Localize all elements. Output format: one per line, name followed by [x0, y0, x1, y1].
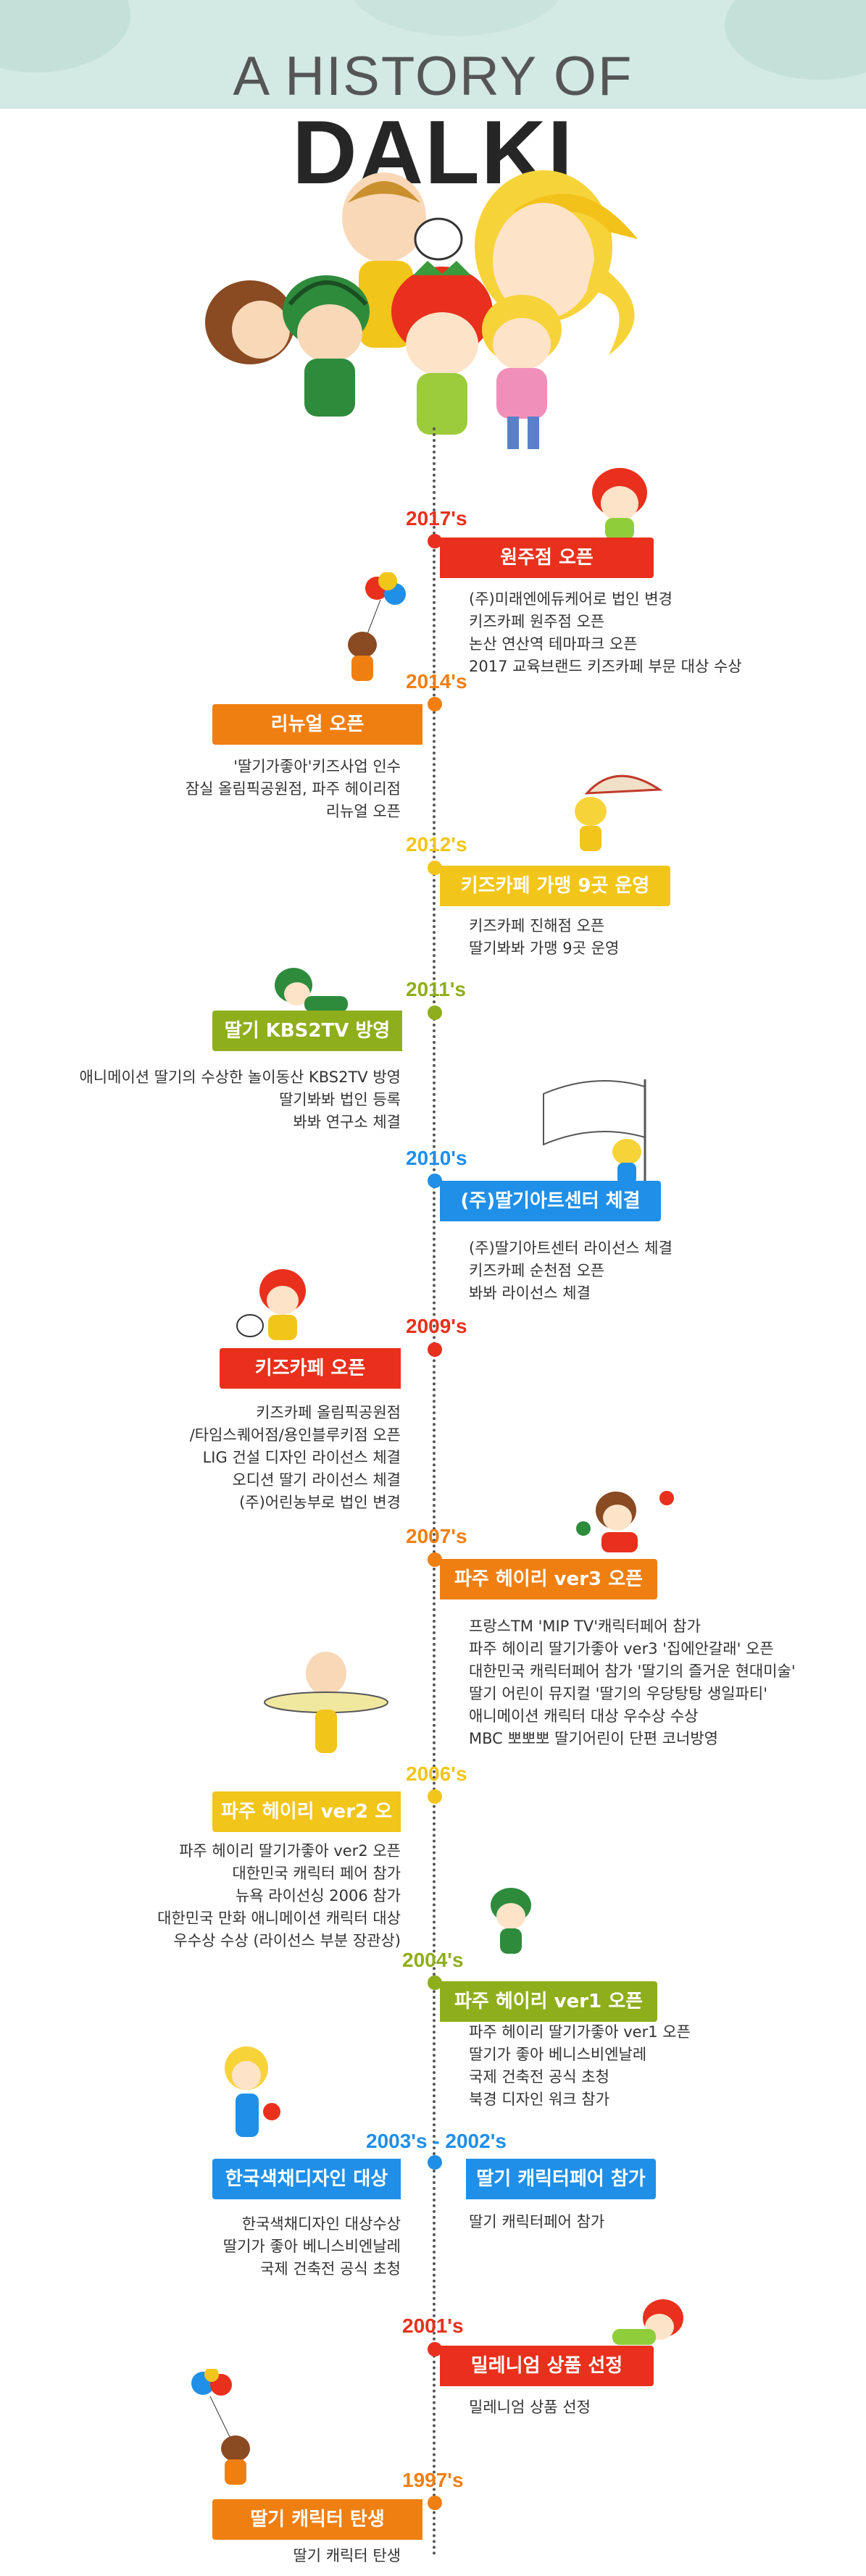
- year-1997: 1997's: [402, 2469, 464, 2491]
- flower-girl-illustration: [225, 2046, 280, 2137]
- timeline-dot-2012: [428, 861, 442, 875]
- event-title-2009: 키즈카페 오픈: [220, 1348, 401, 1389]
- umbrella-girl-illustration: [575, 774, 663, 851]
- strawberry-character-illustration: [592, 468, 647, 540]
- timeline-dot-2003: [428, 2155, 442, 2170]
- year-2007: 2007's: [406, 1525, 467, 1547]
- event-title-2010: (주)딸기아트센터 체결: [440, 1181, 661, 1221]
- timeline-dot-2006: [428, 1789, 442, 1804]
- year-2003-2002: 2003's - 2002's: [366, 2130, 507, 2152]
- timeline-dot-2017: [428, 534, 442, 548]
- timeline-dot-2014: [428, 697, 442, 711]
- event-desc-1997: 딸기 캐릭터 탄생: [293, 2547, 401, 2564]
- hero-characters-illustration: [205, 170, 638, 449]
- event-title-2004: 파주 헤이리 ver1 오픈: [440, 1981, 657, 2022]
- year-2011: 2011's: [406, 978, 466, 1000]
- strawberry-girl-lying-illustration: [612, 2299, 683, 2345]
- timeline-dot-2007: [428, 1552, 442, 1567]
- event-title-2006: 파주 헤이리 ver2 오픈: [212, 1791, 401, 1863]
- timeline-dot-1997: [428, 2496, 442, 2510]
- event-title-2001: 밀레니엄 상품 선정: [440, 2346, 654, 2386]
- event-title-2003-left: 한국색채디자인 대상: [212, 2159, 401, 2199]
- event-title-2014: 리뉴얼 오픈: [212, 704, 422, 745]
- event-title-2012: 키즈카페 가맹 9곳 운영: [440, 866, 670, 906]
- flag-girl-illustration: [543, 1079, 646, 1184]
- timeline-dot-2001: [428, 2342, 442, 2357]
- event-title-2017: 원주점 오픈: [440, 538, 654, 578]
- year-2014: 2014's: [406, 670, 467, 693]
- event-desc-2003-right: 딸기 캐릭터페어 참가: [469, 2213, 605, 2230]
- maracas-boy-illustration: [576, 1491, 674, 1552]
- watermelon-boy-jumping-illustration: [491, 1888, 531, 1954]
- watermelon-boy-lying-illustration: [275, 968, 348, 1012]
- timeline-dot-2010: [428, 1174, 442, 1188]
- year-2017: 2017's: [406, 507, 467, 530]
- title-line-1: A HISTORY OF: [233, 46, 633, 107]
- header-banner: [0, 0, 866, 109]
- year-2009: 2009's: [406, 1315, 467, 1337]
- timeline-dot-2004: [428, 1975, 442, 1990]
- event-title-2007: 파주 헤이리 ver3 오픈: [440, 1559, 657, 1599]
- strawberry-girl-with-dog-illustration: [236, 1269, 306, 1340]
- balloon-boy-illustration: [348, 572, 406, 681]
- event-title-1997: 딸기 캐릭터 탄생: [212, 2499, 422, 2540]
- event-title-2003-right: 딸기 캐릭터페어 참가: [466, 2159, 656, 2199]
- timeline-dot-2009: [428, 1342, 442, 1357]
- year-2001: 2001's: [402, 2314, 464, 2337]
- timeline-line: [433, 427, 436, 2557]
- timeline-dot-2011: [428, 1005, 442, 1020]
- year-2004: 2004's: [402, 1949, 464, 1971]
- event-desc-2001: 밀레니엄 상품 선정: [469, 2399, 591, 2416]
- year-2012: 2012's: [406, 833, 467, 856]
- man-with-surfboard-illustration: [264, 1652, 388, 1753]
- year-2010: 2010's: [406, 1147, 467, 1169]
- event-title-2011: 딸기 KBS2TV 방영: [212, 1011, 402, 1051]
- year-2006: 2006's: [406, 1762, 467, 1785]
- balloon-boy-bottom-illustration: [191, 2369, 250, 2485]
